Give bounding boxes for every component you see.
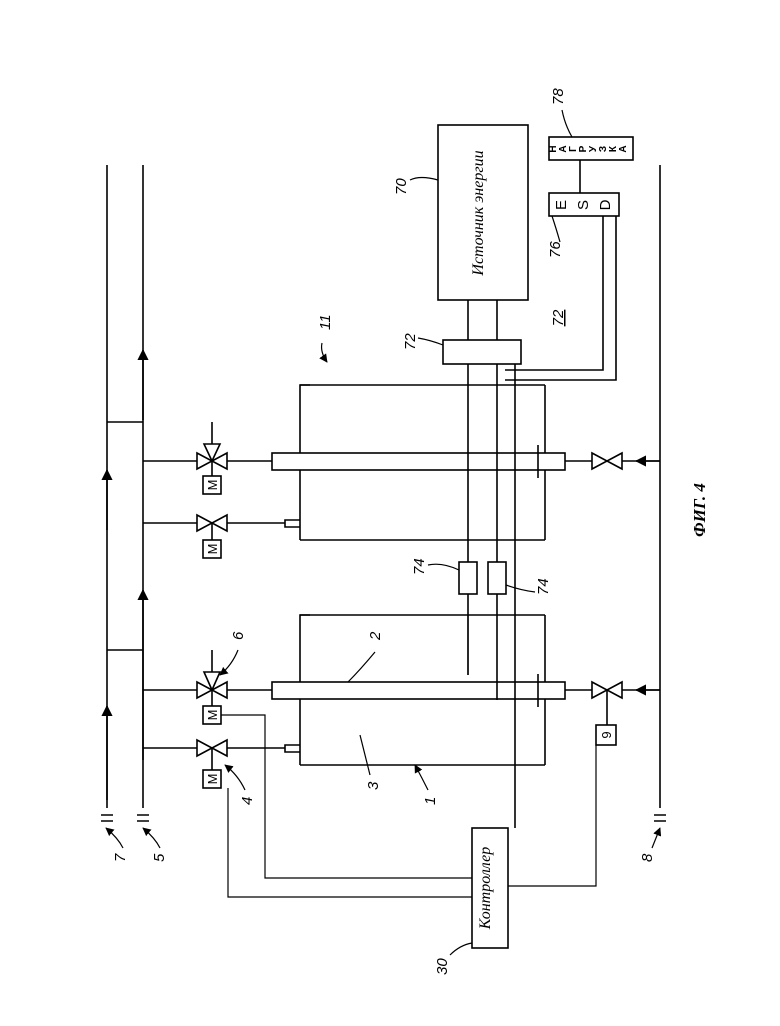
- sensor-9-label: 9: [599, 731, 614, 738]
- valve-lower-inlet: [565, 682, 660, 725]
- resistor-74a: [459, 562, 477, 594]
- block-72: [443, 340, 521, 364]
- valve-6: [107, 650, 272, 706]
- ref-72: 72: [402, 333, 419, 350]
- motor-4-label: M: [205, 774, 220, 785]
- esd-letter-s: S: [575, 200, 592, 210]
- valve-upper-inlet: [565, 453, 660, 469]
- pipe-7: [101, 165, 113, 821]
- ref-2: 2: [367, 631, 384, 641]
- controller: Контроллер: [221, 715, 596, 948]
- motor-6-label: M: [205, 710, 220, 721]
- controller-label: Контроллер: [477, 847, 494, 931]
- motor-upper-side-label: M: [205, 544, 220, 555]
- motor-upper-side: M: [203, 540, 221, 558]
- cell-11: [272, 385, 565, 540]
- motor-6: M: [203, 706, 221, 724]
- ref-76: 76: [547, 241, 564, 258]
- ref-70: 70: [393, 178, 410, 195]
- valve-4: [143, 740, 285, 770]
- reference-numerals: 7 5 8 4 6 2 3 1 11 30 70 72 72 74 74 76 …: [106, 88, 660, 975]
- resistor-74b: [488, 562, 506, 594]
- sensor-9: 9: [596, 725, 616, 745]
- ref-11: 11: [317, 314, 334, 330]
- pipe-8: [636, 165, 666, 821]
- ref-78: 78: [550, 88, 567, 105]
- motor-4: M: [203, 770, 221, 788]
- load-unit: Н А Г Р У З К А: [548, 137, 633, 160]
- valve-upper-3way: [107, 422, 272, 476]
- ref-74a: 74: [411, 558, 428, 575]
- load-letter-8: А: [618, 145, 629, 152]
- ref-5: 5: [151, 853, 168, 862]
- energy-source-label: Источник энергии: [470, 150, 487, 276]
- esd-letter-d: D: [597, 199, 614, 210]
- ref-1: 1: [422, 797, 439, 805]
- energy-source: Источник энергии: [438, 125, 528, 300]
- valve-upper-side: [143, 515, 285, 540]
- cell-1: [272, 615, 565, 765]
- ref-30: 30: [434, 958, 451, 975]
- ref-3: 3: [365, 781, 382, 790]
- ref-72b: 72: [550, 309, 567, 326]
- ref-4: 4: [239, 797, 256, 805]
- esd-letter-e: E: [553, 200, 570, 210]
- ref-74b: 74: [535, 578, 552, 595]
- motor-upper-3way-label: M: [205, 480, 220, 491]
- pipe-5: [137, 165, 149, 821]
- ref-8: 8: [639, 853, 656, 862]
- ref-7: 7: [112, 853, 129, 862]
- ref-6: 6: [230, 631, 247, 640]
- motor-upper-3way: M: [203, 476, 221, 494]
- figure-caption: ФИГ. 4: [690, 483, 709, 537]
